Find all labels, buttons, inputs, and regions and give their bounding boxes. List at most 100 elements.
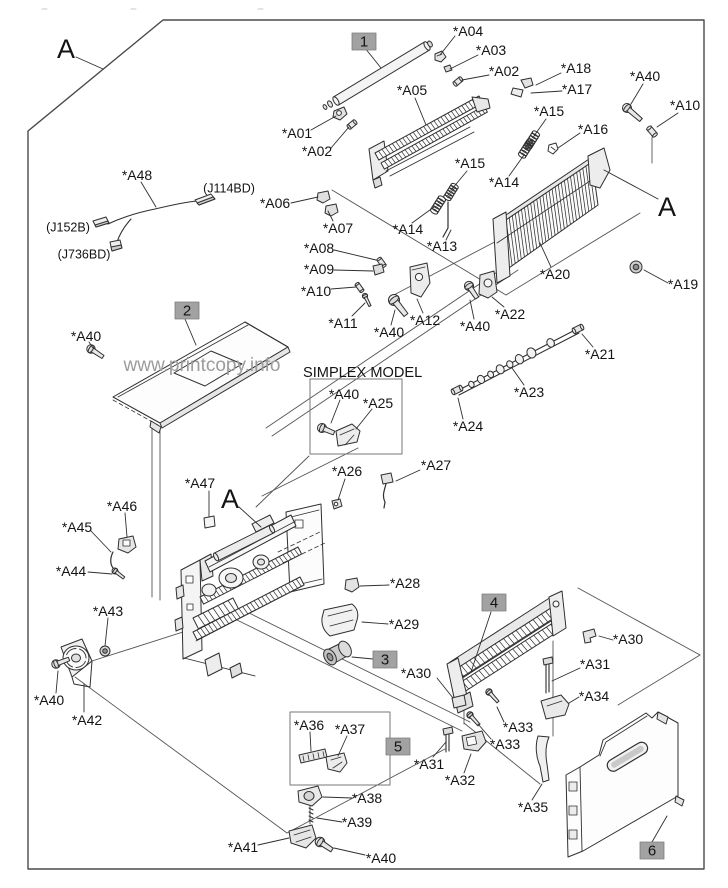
leader-line bbox=[90, 530, 112, 553]
leader-line bbox=[351, 302, 366, 317]
view-letter: A bbox=[658, 192, 676, 222]
detail-box-5 bbox=[288, 711, 391, 853]
part-label: *A40 bbox=[460, 318, 491, 334]
leader-line bbox=[603, 169, 659, 200]
ref-number: 5 bbox=[394, 739, 402, 756]
leader-line bbox=[551, 667, 581, 682]
leader-line bbox=[333, 249, 377, 261]
view-letters: AAA bbox=[57, 34, 676, 514]
part-label: *A30 bbox=[401, 665, 432, 681]
part-label: *A40 bbox=[329, 386, 360, 402]
ref-number: 1 bbox=[360, 34, 368, 51]
leader-line bbox=[359, 584, 390, 587]
leader-line bbox=[531, 783, 543, 801]
part-label: *A40 bbox=[366, 850, 397, 866]
part-label: *A22 bbox=[495, 306, 526, 322]
leader-line bbox=[310, 115, 337, 131]
leader-line bbox=[355, 408, 373, 430]
leader-line bbox=[469, 299, 475, 320]
leader-line bbox=[457, 397, 464, 420]
part-label: *A15 bbox=[534, 103, 565, 119]
ref-number: 3 bbox=[381, 652, 389, 669]
part-label: *A20 bbox=[540, 266, 571, 282]
bracket-a22 bbox=[463, 270, 498, 300]
simplex-model-box bbox=[309, 378, 403, 455]
part-label: *A09 bbox=[304, 261, 335, 277]
part-label: *A42 bbox=[72, 712, 103, 728]
part-label: *A31 bbox=[414, 756, 445, 772]
watermark-text: www.printcopy.info bbox=[123, 355, 281, 376]
part-label: *A26 bbox=[332, 463, 363, 479]
part-label: *A35 bbox=[518, 799, 549, 815]
part-label: *A36 bbox=[294, 717, 325, 733]
ref-number-box bbox=[174, 301, 200, 320]
leader-line bbox=[337, 735, 348, 757]
part-label: *A05 bbox=[397, 82, 428, 98]
front-door-6 bbox=[565, 711, 685, 858]
part-label: *A33 bbox=[490, 736, 521, 752]
part-label: *A16 bbox=[578, 121, 609, 137]
leader-line bbox=[496, 706, 505, 723]
leader-line bbox=[316, 817, 343, 823]
leader-line bbox=[451, 170, 468, 190]
leader-line bbox=[290, 196, 319, 204]
part-label: *A30 bbox=[613, 631, 644, 647]
part-label: *A38 bbox=[352, 790, 383, 806]
part-label: *A40 bbox=[71, 328, 102, 344]
leader-line bbox=[449, 54, 479, 70]
screw-a40-pin-a10 bbox=[622, 103, 658, 138]
ref-number-box bbox=[351, 32, 377, 51]
view-letter: A bbox=[221, 484, 239, 514]
leader-line bbox=[364, 47, 382, 69]
leader-line bbox=[463, 753, 472, 774]
leader-line bbox=[598, 635, 614, 641]
part-label: *A13 bbox=[427, 238, 458, 254]
part-label: *A01 bbox=[282, 125, 313, 141]
leader-line bbox=[656, 112, 679, 128]
part-label: *A46 bbox=[107, 498, 138, 514]
feed-guide-panel-4 bbox=[446, 590, 567, 714]
part-label: *A08 bbox=[304, 240, 335, 256]
part-label: *A29 bbox=[389, 616, 420, 632]
part-label: *A04 bbox=[453, 23, 484, 39]
clips-a06-a07 bbox=[316, 190, 339, 217]
leader-line bbox=[257, 837, 290, 846]
leader-line bbox=[330, 399, 341, 424]
leader-line bbox=[414, 97, 427, 126]
leader-line bbox=[140, 181, 157, 208]
drive-shaft-a23 bbox=[450, 323, 585, 396]
leader-line bbox=[445, 229, 452, 241]
transfer-roller-1 bbox=[322, 40, 464, 130]
diagram-frame bbox=[27, 19, 705, 870]
ref-number-box bbox=[639, 841, 665, 860]
part-label: *A28 bbox=[390, 575, 421, 591]
leader-line bbox=[432, 741, 447, 758]
top-cover-2 bbox=[86, 321, 291, 434]
part-label: *A33 bbox=[503, 719, 534, 735]
leader-line bbox=[511, 367, 525, 386]
part-label: *A41 bbox=[228, 839, 259, 855]
leader-line bbox=[337, 478, 346, 501]
part-label: *A45 bbox=[62, 519, 93, 535]
part-label: *A24 bbox=[453, 418, 484, 434]
fan-and-left-parts bbox=[51, 535, 137, 688]
leader-line bbox=[327, 210, 334, 222]
simplex-parts-a40-a25 bbox=[317, 423, 361, 447]
cable-assembly-a48 bbox=[92, 193, 216, 252]
leader-line bbox=[351, 656, 374, 660]
ref-number: 2 bbox=[183, 303, 191, 320]
part-labels: *A04*A03*A02*A18*A17*A40*A10*A05*A15*A16… bbox=[34, 23, 701, 866]
leader-line bbox=[557, 132, 581, 149]
part-label: *A07 bbox=[323, 220, 354, 236]
part-label: *A48 bbox=[122, 167, 153, 183]
leader-line bbox=[416, 298, 424, 314]
part-label: *A40 bbox=[34, 692, 65, 708]
connector-labels: (J114BD)(J152B)(J736BD) bbox=[46, 182, 255, 262]
connector-label: (J114BD) bbox=[203, 182, 255, 196]
leader-line bbox=[439, 35, 456, 56]
part-label: *A40 bbox=[374, 324, 405, 340]
leader-line bbox=[361, 621, 389, 625]
central-assembly bbox=[174, 503, 328, 679]
part-label: *A17 bbox=[562, 81, 593, 97]
leader-line bbox=[322, 796, 353, 799]
